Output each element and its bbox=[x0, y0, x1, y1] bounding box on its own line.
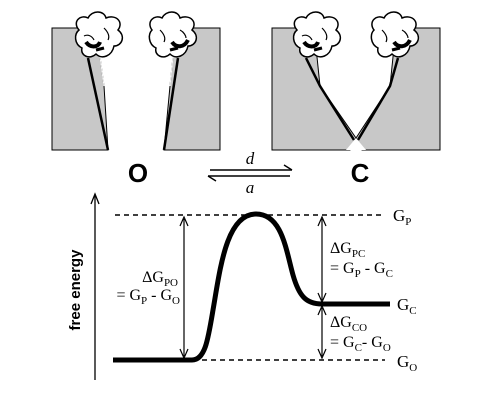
open-left-domain bbox=[74, 11, 124, 58]
closed-right-helix bbox=[356, 57, 400, 141]
delta-gco-equation: = GC- GO bbox=[330, 334, 391, 354]
delta-gpc-arrow bbox=[317, 215, 327, 304]
delta-gpc-label: ΔGPC bbox=[330, 240, 365, 260]
closed-left-helix bbox=[304, 57, 356, 141]
delta-gpo-equation: = GP - GO bbox=[116, 287, 180, 307]
level-label-open: GO bbox=[397, 352, 417, 374]
forward-rate-label: d bbox=[246, 149, 255, 168]
delta-gpc-equation: = GP - GC bbox=[330, 260, 393, 280]
closed-state-label: C bbox=[351, 158, 370, 188]
level-label-peak: GP bbox=[393, 206, 411, 228]
delta-gco-label: ΔGCO bbox=[330, 314, 367, 334]
open-state-label: O bbox=[128, 158, 148, 188]
open-left-helix bbox=[86, 57, 110, 151]
level-label-closed: GC bbox=[397, 295, 417, 317]
open-right-domain bbox=[148, 11, 198, 58]
delta-gpo-label: ΔGPO bbox=[142, 269, 178, 289]
closed-left-domain bbox=[292, 11, 342, 58]
delta-gpo-arrow bbox=[179, 215, 189, 360]
energy-curve bbox=[113, 211, 390, 363]
closed-state-illustration bbox=[271, 11, 441, 151]
open-state-illustration bbox=[51, 11, 221, 151]
open-right-helix bbox=[162, 57, 180, 151]
backward-rate-label: a bbox=[246, 178, 255, 197]
closed-right-domain bbox=[370, 11, 420, 58]
delta-gco-arrow bbox=[317, 304, 327, 360]
equilibrium-arrows: d a bbox=[207, 149, 293, 197]
energy-plot: free energy GP GC GO ΔGPO = GP - GO bbox=[67, 192, 417, 380]
y-axis-label: free energy bbox=[67, 249, 84, 331]
